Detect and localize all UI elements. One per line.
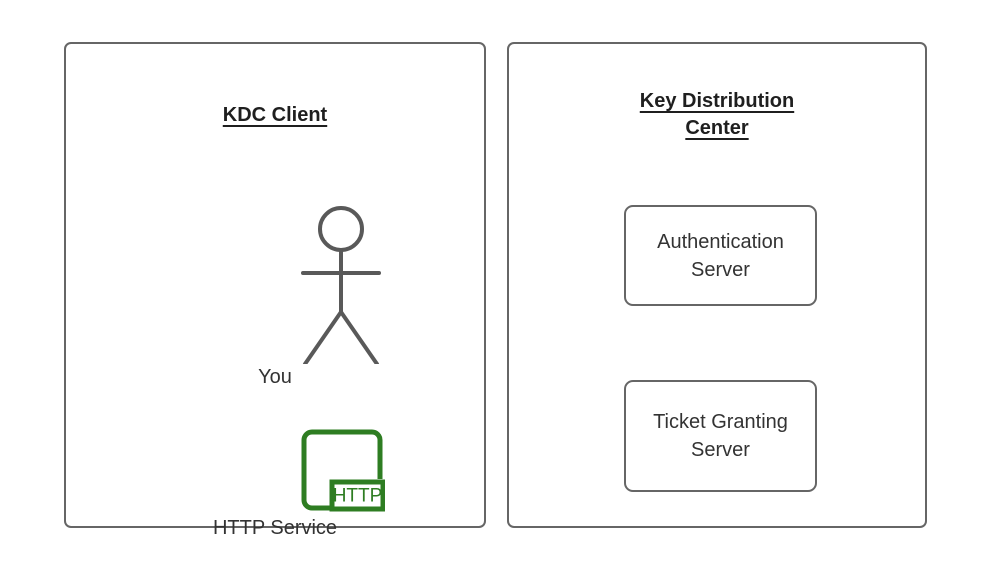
panel-title-kdc-client: KDC Client	[222, 104, 328, 126]
panel-title-kdc-line2: Center	[685, 117, 749, 139]
authentication-server-label: Authentication Server	[647, 228, 794, 284]
panel-kdc-client: KDC Client You HTTP	[64, 42, 486, 539]
actor-label: You	[258, 366, 292, 388]
authentication-server-label-line1: Authentication	[657, 230, 784, 253]
ticket-granting-server-label-line2: Server	[691, 439, 750, 461]
panel-title-kdc: Key Distribution Center	[587, 88, 847, 142]
ticket-granting-server-label: Ticket Granting Server	[643, 408, 798, 464]
actor-left-leg-line	[303, 310, 343, 364]
service-outline-shape	[301, 429, 383, 511]
authentication-server-label-line2: Server	[691, 258, 750, 281]
ticket-granting-server-label-line1: Ticket Granting	[653, 411, 788, 433]
http-service-label: HTTP Service	[212, 517, 338, 539]
authentication-server-box: Authentication Server	[624, 205, 817, 306]
http-badge-text: HTTP	[333, 486, 383, 507]
actor-right-leg-line	[339, 310, 379, 364]
actor-head-icon	[318, 206, 364, 252]
ticket-granting-server-box: Ticket Granting Server	[624, 380, 817, 492]
http-badge-box	[329, 479, 385, 512]
http-service-icon: HTTP	[299, 427, 385, 513]
stick-figure-actor	[277, 199, 405, 364]
panel-title-kdc-line1: Key Distribution	[639, 90, 795, 112]
